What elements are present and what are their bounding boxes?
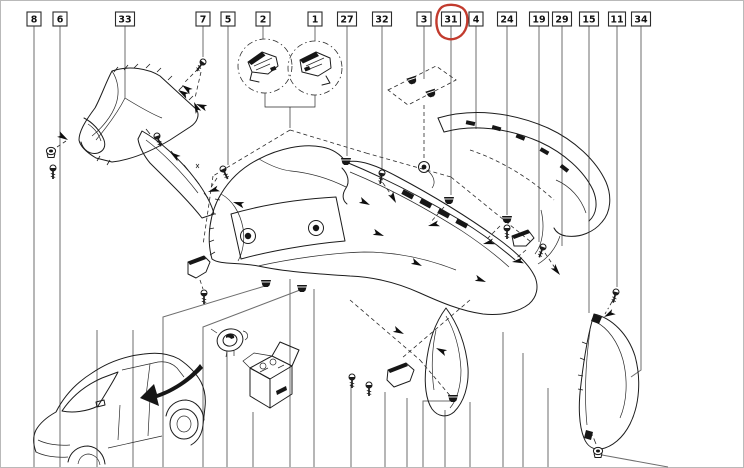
panel-hatching bbox=[96, 63, 194, 166]
svg-text:24: 24 bbox=[500, 15, 514, 26]
quarter-panel-part bbox=[78, 63, 208, 169]
svg-text:27: 27 bbox=[340, 15, 353, 26]
callout-3[interactable]: 3 bbox=[416, 11, 432, 27]
bumper-cover-part bbox=[208, 145, 538, 315]
bumper-upper-strip-part bbox=[437, 112, 611, 277]
svg-text:8: 8 bbox=[31, 15, 38, 26]
svg-text:33: 33 bbox=[118, 15, 131, 26]
callout-29[interactable]: 29 bbox=[551, 11, 573, 27]
clip-part-27 bbox=[340, 157, 352, 205]
detail-circle-1 bbox=[287, 40, 343, 96]
grommet-part bbox=[210, 328, 248, 358]
screw-part-32 bbox=[376, 168, 399, 205]
leader-line-34 bbox=[630, 26, 642, 378]
svg-text:29: 29 bbox=[555, 15, 568, 26]
fastener-part-8 bbox=[45, 131, 70, 180]
location-arrow bbox=[140, 364, 203, 406]
clip-screw-part-24 bbox=[482, 215, 513, 248]
lower-bracket-part bbox=[348, 362, 459, 403]
bracket-part-19 bbox=[511, 229, 548, 266]
callout-27[interactable]: 27 bbox=[336, 11, 358, 27]
car-illustration bbox=[33, 352, 206, 466]
callout-5[interactable]: 5 bbox=[220, 11, 236, 27]
callout-19[interactable]: 19 bbox=[528, 11, 550, 27]
svg-text:11: 11 bbox=[610, 15, 623, 26]
svg-text:19: 19 bbox=[532, 15, 545, 26]
wheel-arch-trim-part bbox=[577, 287, 640, 458]
clip-lower-left bbox=[260, 279, 272, 288]
fixings-box-part bbox=[242, 341, 300, 409]
callout-34[interactable]: 34 bbox=[630, 11, 652, 27]
callout-6[interactable]: 6 bbox=[52, 11, 68, 27]
svg-text:5: 5 bbox=[225, 15, 232, 26]
svg-text:15: 15 bbox=[582, 15, 595, 26]
svg-text:3: 3 bbox=[421, 15, 428, 26]
svg-text:32: 32 bbox=[375, 15, 388, 26]
svg-text:34: 34 bbox=[634, 15, 648, 26]
clip-kit-part-3 bbox=[387, 65, 457, 106]
callout-15[interactable]: 15 bbox=[578, 11, 600, 27]
callout-32[interactable]: 32 bbox=[371, 11, 393, 27]
callout-2[interactable]: 2 bbox=[255, 11, 271, 27]
callout-1[interactable]: 1 bbox=[307, 11, 323, 27]
callout-24[interactable]: 24 bbox=[496, 11, 518, 27]
callout-8[interactable]: 8 bbox=[26, 11, 42, 27]
callout-33[interactable]: 33 bbox=[114, 11, 136, 27]
bottom-leader-lines bbox=[96, 279, 669, 468]
svg-text:1: 1 bbox=[312, 15, 319, 26]
fastener-part-31 bbox=[427, 196, 455, 230]
svg-text:2: 2 bbox=[260, 15, 267, 26]
highlight-circle-31 bbox=[435, 3, 469, 41]
screw-part-11 bbox=[609, 287, 621, 305]
svg-text:7: 7 bbox=[200, 15, 207, 26]
nut-part-34 bbox=[592, 446, 604, 458]
callout-31[interactable]: 31 bbox=[440, 11, 462, 27]
svg-text:6: 6 bbox=[57, 15, 64, 26]
detail-circle-2 bbox=[237, 38, 293, 94]
arch-liner-part bbox=[137, 128, 215, 219]
callout-leader-lines bbox=[33, 26, 642, 467]
svg-text:4: 4 bbox=[473, 15, 480, 26]
svg-text:31: 31 bbox=[444, 15, 457, 26]
callout-4[interactable]: 4 bbox=[468, 11, 484, 27]
detail-circle-connector bbox=[202, 93, 532, 246]
grommet-ring bbox=[418, 105, 435, 189]
x-marker bbox=[195, 163, 200, 169]
screw-part-7 bbox=[180, 56, 209, 114]
callout-row: 8 6 33 7 5 2 1 27 32 3 bbox=[26, 11, 652, 27]
callout-7[interactable]: 7 bbox=[195, 11, 211, 27]
hinge-bracket-part bbox=[187, 255, 211, 305]
screw-part-5 bbox=[207, 164, 232, 196]
callout-11[interactable]: 11 bbox=[607, 11, 627, 27]
